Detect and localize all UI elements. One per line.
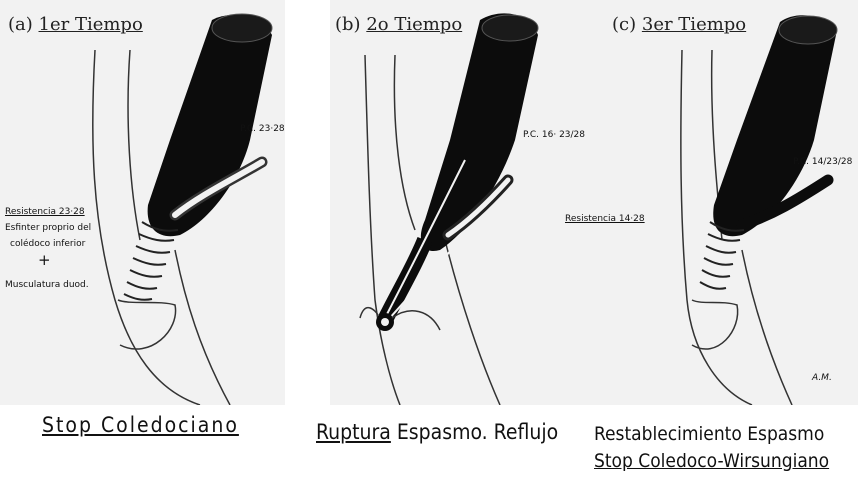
caption-b-rest: Espasmo. Reflujo bbox=[391, 420, 558, 444]
panel-b-title-text: 2o Tiempo bbox=[366, 14, 462, 35]
panel-b-drawing bbox=[330, 0, 595, 405]
panel-c-drawing bbox=[592, 0, 858, 405]
panel-a-title: (a) 1er Tiempo bbox=[8, 14, 143, 35]
caption-c-line2: Stop Coledoco-Wirsungiano bbox=[594, 450, 829, 472]
panel-b-letter: (b) bbox=[335, 14, 361, 35]
panel-a-note-line2: colédoco inferior bbox=[10, 239, 85, 249]
panel-a-note-line3: Musculatura duod. bbox=[5, 280, 89, 290]
caption-a: Stop Coledociano bbox=[42, 413, 239, 437]
panel-a: (a) 1er Tiempo P.C. 23·28 Resistencia 23… bbox=[0, 0, 285, 405]
panel-b-pressure: P.C. 16· 23/28 bbox=[523, 130, 585, 140]
panel-b-title: (b) 2o Tiempo bbox=[335, 14, 462, 35]
caption-b: Ruptura Espasmo. Reflujo bbox=[316, 420, 558, 444]
panel-c-resistencia: Resistencia 14·28 bbox=[565, 214, 645, 224]
duct-shape bbox=[713, 15, 836, 236]
panel-c-letter: (c) bbox=[612, 14, 636, 35]
panel-a-note-line1: Esfinter proprio del bbox=[5, 223, 91, 233]
panel-a-drawing bbox=[0, 0, 285, 405]
panel-b: (b) 2o Tiempo P.C. 16· 23/28 bbox=[330, 0, 595, 405]
panel-c-pressure: P.C. 14/23/28 bbox=[793, 157, 852, 167]
panel-a-pressure: P.C. 23·28 bbox=[240, 124, 285, 134]
panel-a-resistencia: Resistencia 23·28 bbox=[5, 207, 85, 217]
caption-b-first: Ruptura bbox=[316, 420, 391, 444]
caption-c-line1: Restablecimiento Espasmo bbox=[594, 423, 824, 445]
panel-a-title-text: 1er Tiempo bbox=[39, 14, 143, 35]
panel-c-signature: A.M. bbox=[812, 373, 832, 383]
panel-a-plus: + bbox=[38, 251, 51, 269]
panel-c: (c) 3er Tiempo P.C. 14/23/28 A.M. bbox=[592, 0, 858, 405]
panel-a-letter: (a) bbox=[8, 14, 33, 35]
panel-c-title-text: 3er Tiempo bbox=[642, 14, 746, 35]
panel-c-title: (c) 3er Tiempo bbox=[612, 14, 746, 35]
